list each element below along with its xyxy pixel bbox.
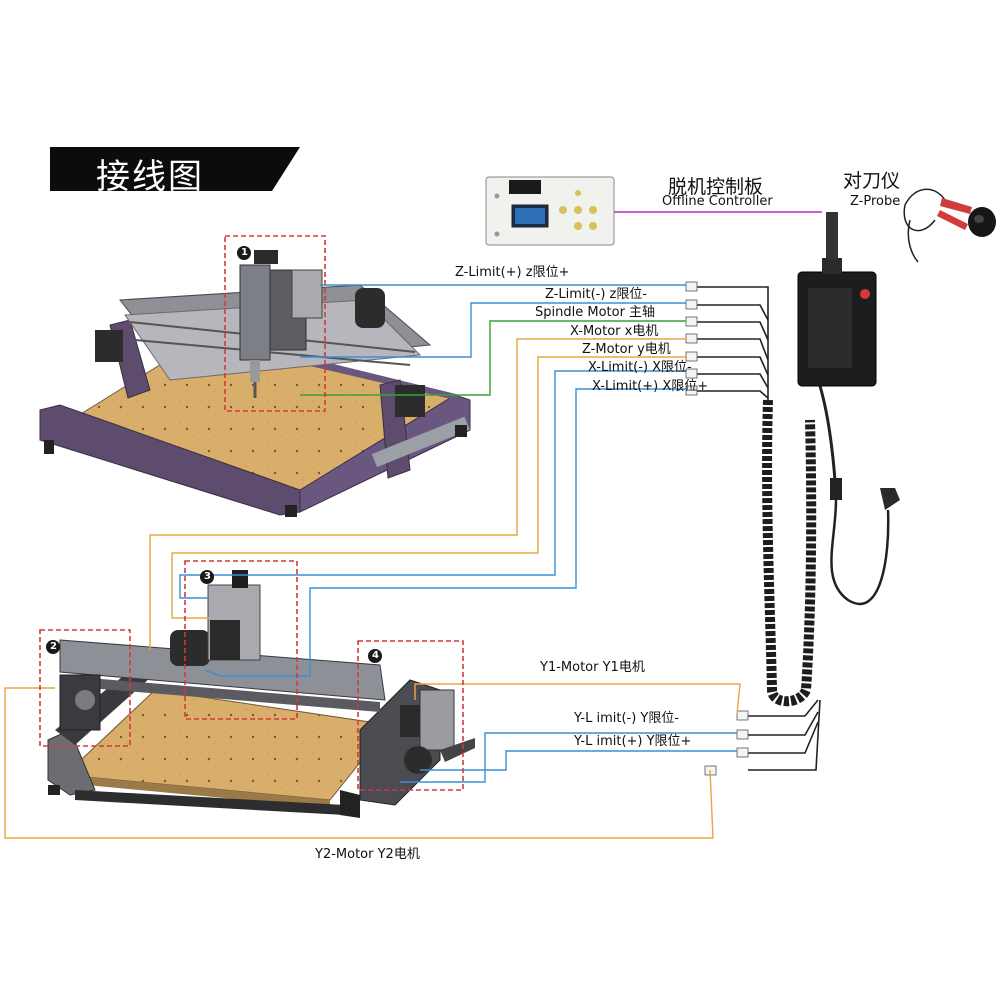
badge-1: 1 <box>241 247 248 258</box>
badges <box>46 246 382 663</box>
control-box <box>797 212 900 606</box>
label-z-limit-plus: Z-Limit(+) z限位+ <box>455 265 570 280</box>
badge-4: 4 <box>372 650 379 661</box>
offline-controller-label-cn: 脱机控制板 <box>668 176 764 198</box>
title-banner <box>50 147 300 191</box>
offline-controller-label-en: Offline Controller <box>662 194 773 209</box>
badge-3: 3 <box>204 571 211 582</box>
highlight-box-3 <box>184 560 298 720</box>
highlight-boxes <box>39 235 464 791</box>
offline-controller-board <box>485 176 615 246</box>
label-z-limit-minus: Z-Limit(-) z限位- <box>545 287 648 302</box>
routing-wires <box>4 211 822 839</box>
cable-chains <box>762 399 817 707</box>
label-x-motor: X-Motor x电机 <box>570 324 659 339</box>
cnc-machine-top <box>39 250 471 517</box>
label-yl-minus: Y-L imit(-) Y限位- <box>574 711 680 726</box>
label-x-limit-minus: X-Limit(-) X限位- <box>588 360 692 375</box>
bottom-connectors <box>704 710 749 776</box>
label-y1-motor: Y1-Motor Y1电机 <box>540 660 645 675</box>
cnc-machine-bottom <box>47 570 475 818</box>
label-yl-plus: Y-L imit(+) Y限位+ <box>574 734 692 749</box>
page-title: 接线图 <box>96 157 204 197</box>
z-probe-device <box>903 188 996 263</box>
highlight-box-1 <box>224 235 326 412</box>
alligator-clip-icon <box>940 198 972 214</box>
label-spindle-motor: Spindle Motor 主轴 <box>535 305 656 320</box>
badge-2: 2 <box>50 641 57 652</box>
top-wire-fanout <box>697 286 769 400</box>
z-probe-label-en: Z-Probe <box>850 194 901 209</box>
label-z-motor: Z-Motor y电机 <box>582 342 671 357</box>
label-y2-motor: Y2-Motor Y2电机 <box>315 847 420 862</box>
highlight-box-2 <box>39 629 131 747</box>
label-x-limit-plus: X-Limit(+) X限位+ <box>592 379 709 394</box>
emergency-stop-icon <box>860 289 870 299</box>
power-plug-icon <box>880 488 900 510</box>
z-probe-label-cn: 对刀仪 <box>843 170 901 192</box>
highlight-box-4 <box>357 640 464 791</box>
bottom-wire-fanout <box>748 699 821 771</box>
